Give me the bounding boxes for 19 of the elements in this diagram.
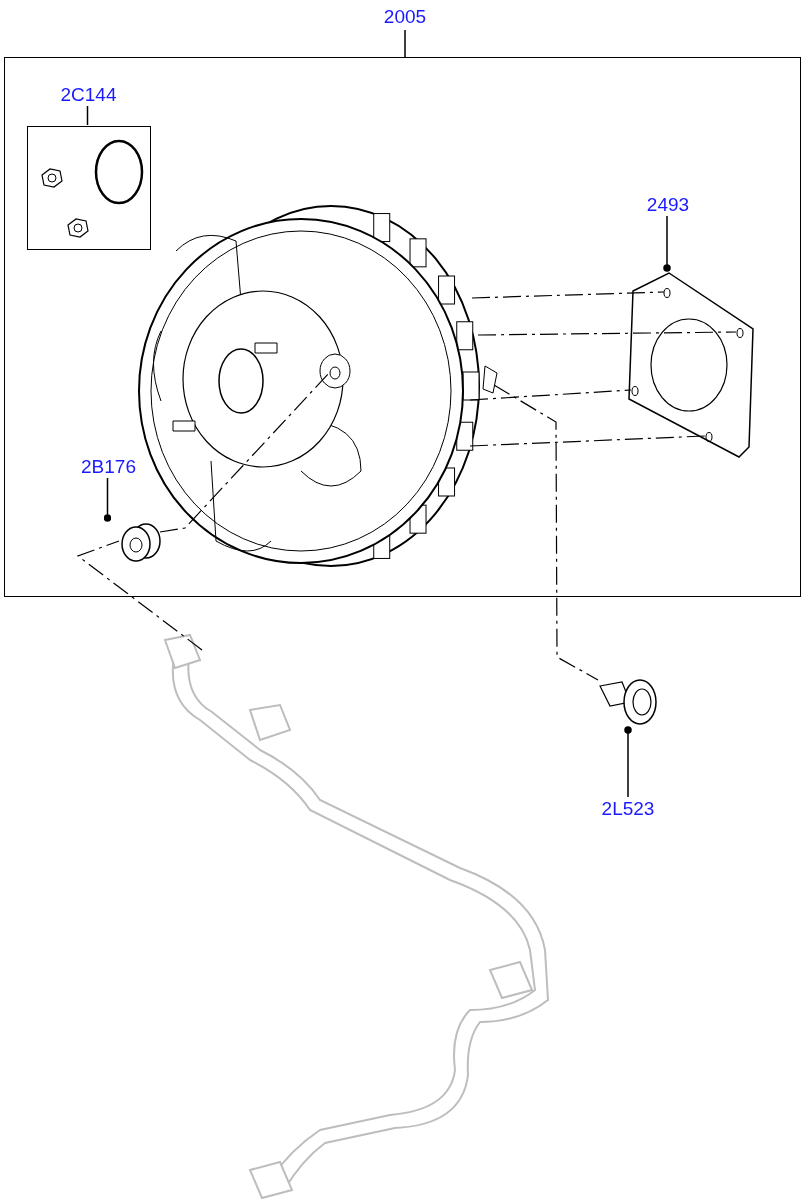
leader-line — [103, 477, 112, 522]
leader-line — [663, 215, 671, 272]
alignment-line — [477, 331, 737, 336]
kit-box — [27, 126, 151, 250]
alignment-line — [76, 540, 203, 651]
callout-number: 2005 — [375, 5, 435, 30]
assembly-frame — [4, 57, 801, 597]
leader-line — [86, 105, 89, 126]
callout-number: 2L523 — [590, 797, 666, 821]
alignment-line — [471, 291, 665, 299]
leader-line — [404, 29, 406, 58]
alignment-line — [159, 371, 331, 533]
alignment-line — [469, 389, 632, 401]
callout-number: 2C144 — [51, 83, 126, 107]
alignment-line — [493, 384, 599, 681]
alignment-line — [469, 435, 706, 447]
leader-line — [624, 726, 632, 798]
callout-number: 2493 — [638, 193, 698, 217]
callout-number: 2B176 — [71, 455, 146, 479]
